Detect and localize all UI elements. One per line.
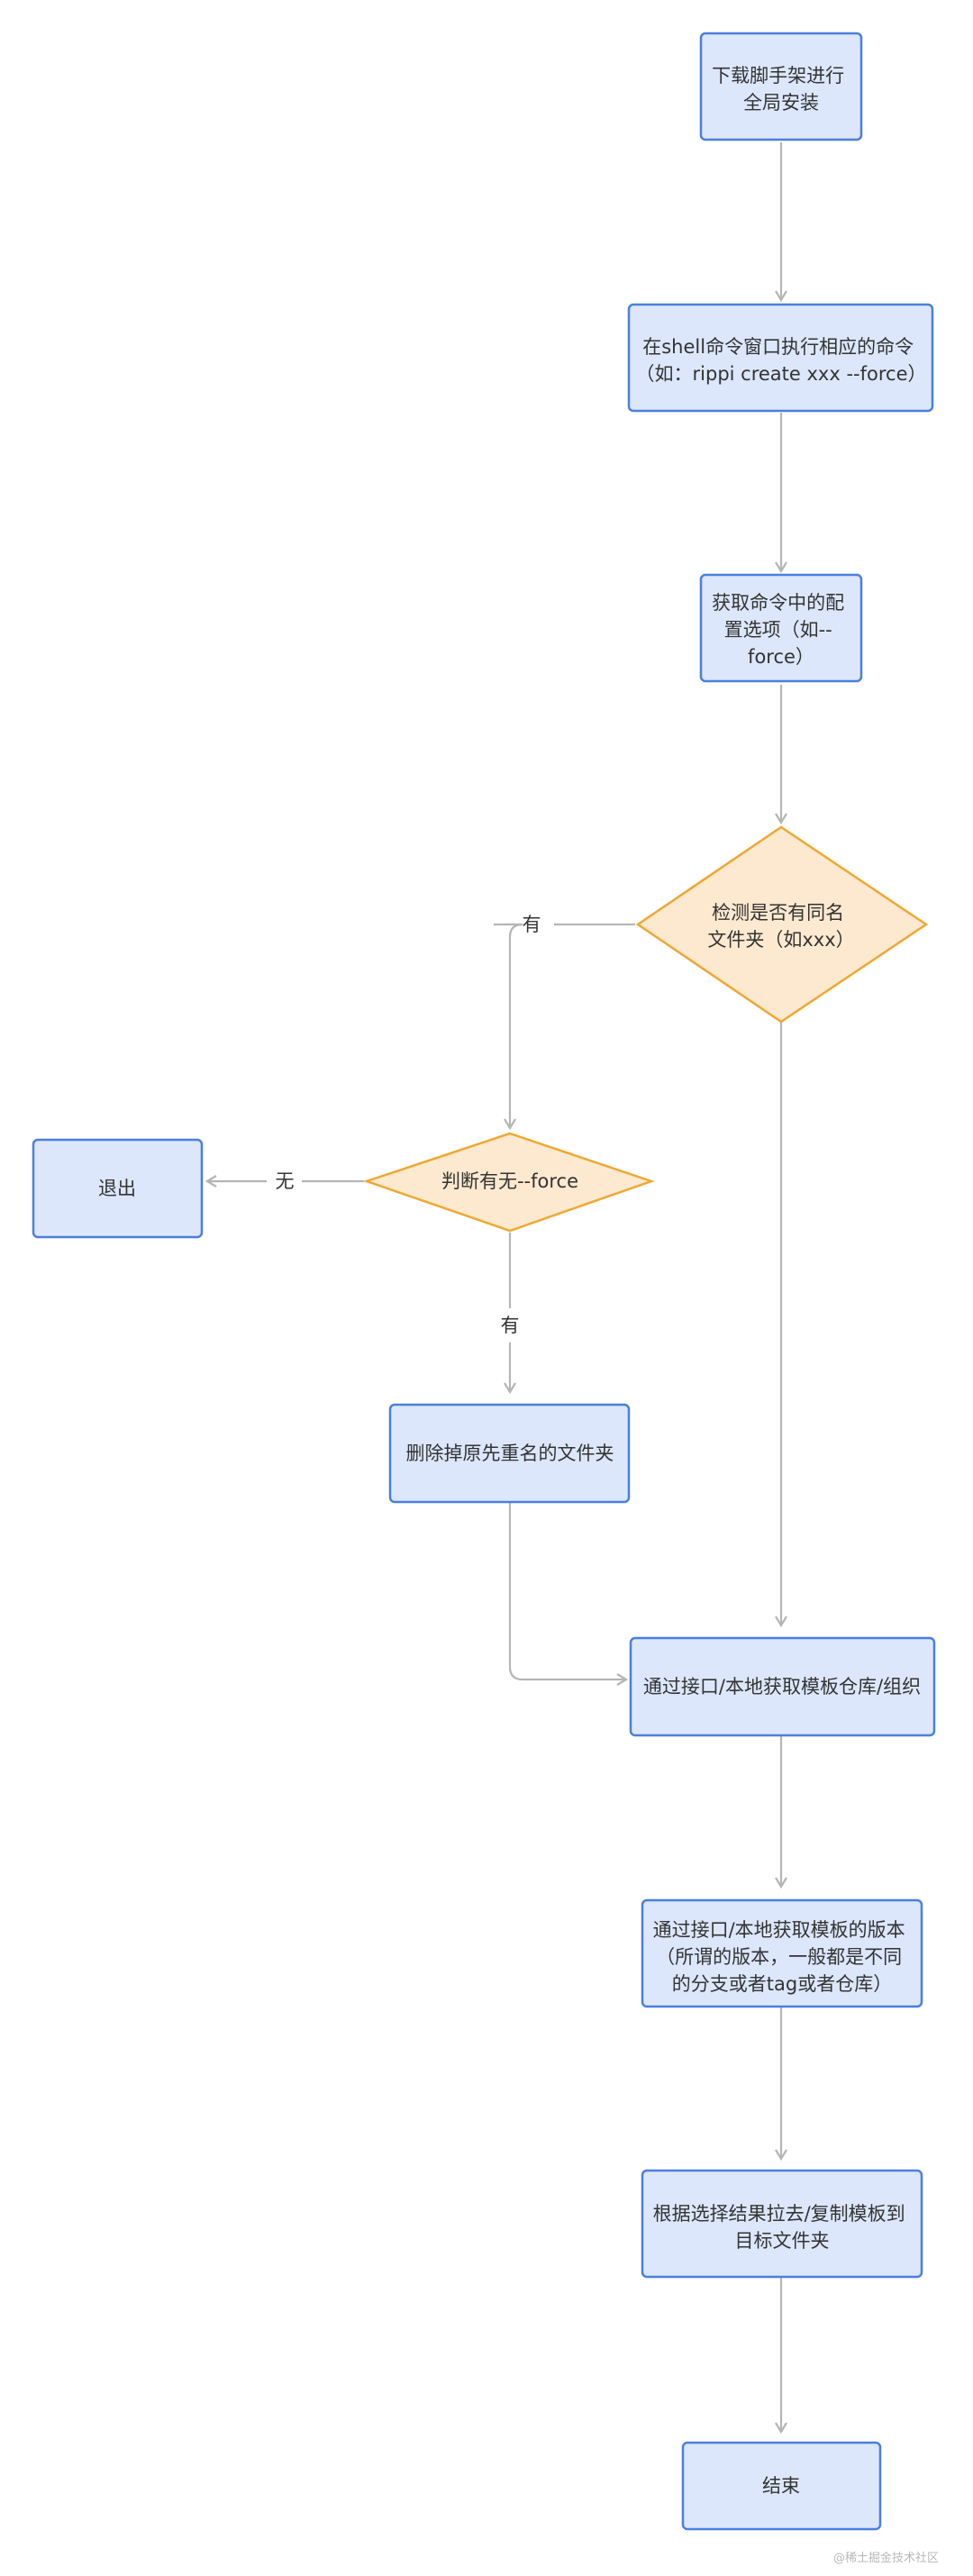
node-run-command-box (627, 303, 934, 413)
node-get-options-line-2: 置选项（如-- (724, 619, 832, 641)
svg-text:通过接口/本地获取模板的版本 （所谓的版本，一般: 通过接口/本地获取模板的版本 （所谓的版本，一般都是不同 的分支或者tag或者仓… (653, 1919, 912, 1995)
node-install-line-1: 下载脚手架进行 (712, 65, 844, 86)
svg-text:获取命令中的配 置选项（如-- fo: 获取命令中的配 置选项（如-- force） (712, 592, 850, 668)
node-end: 结束 (681, 2441, 882, 2531)
edge-check-to-force (494, 923, 635, 1128)
decision-check-force-shape (363, 1132, 655, 1233)
node-delete-folder-box (388, 1403, 631, 1504)
node-get-options-line-3: force） (748, 646, 814, 668)
decision-check-folder-line-2: 文件夹（如xxx） (707, 929, 854, 951)
node-install-line-2: 全局安装 (743, 92, 819, 114)
decision-check-force-label: 判断有无--force (441, 1170, 578, 1192)
edge-label-has-force: 有 (501, 1315, 520, 1336)
node-get-version-box (641, 1898, 923, 2008)
edge-label-no-force: 无 (276, 1170, 295, 1192)
node-exit: 退出 (32, 1138, 204, 1239)
node-get-options-box (699, 573, 863, 683)
node-get-options: 获取命令中的配 置选项（如-- force） (699, 573, 863, 683)
svg-text:检测是否有同名 文件夹（如xxx）: 检测是否有同名 文件夹（如xxx） (707, 902, 854, 951)
svg-text:在shell命令窗口执行相应的命令 （如：rip: 在shell命令窗口执行相应的命令 （如：rippi create xxx --… (636, 336, 927, 385)
decision-check-folder-line-1: 检测是否有同名 (712, 902, 844, 924)
node-delete-folder-label: 删除掉原先重名的文件夹 (406, 1443, 614, 1464)
node-exit-label: 退出 (98, 1178, 136, 1199)
node-get-repo: 通过接口/本地获取模板仓库/组织 (629, 1636, 936, 1737)
node-run-command: 在shell命令窗口执行相应的命令 （如：rippi create xxx --… (627, 303, 934, 413)
edges (207, 142, 787, 2435)
decision-check-force: 判断有无--force (363, 1132, 655, 1233)
node-install: 下载脚手架进行 全局安装 (699, 32, 863, 141)
node-run-command-line-1: 在shell命令窗口执行相应的命令 (642, 336, 914, 358)
node-get-repo-label: 通过接口/本地获取模板仓库/组织 (643, 1676, 921, 1698)
watermark: @稀土掘金技术社区 (833, 2551, 939, 2565)
node-install-box (699, 32, 863, 141)
node-copy-template-line-1: 根据选择结果拉去/复制模板到 (653, 2203, 905, 2225)
decision-check-folder-shape (635, 825, 929, 1024)
node-get-version: 通过接口/本地获取模板的版本 （所谓的版本，一般都是不同 的分支或者tag或者仓… (641, 1898, 923, 2008)
node-end-box (681, 2441, 882, 2531)
node-get-version-line-3: 的分支或者tag或者仓库） (672, 1973, 892, 1995)
node-delete-folder: 删除掉原先重名的文件夹 (388, 1403, 631, 1504)
node-copy-template: 根据选择结果拉去/复制模板到 目标文件夹 (641, 2169, 923, 2279)
node-get-repo-box (629, 1636, 936, 1737)
node-run-command-line-2: （如：rippi create xxx --force） (636, 363, 927, 385)
node-exit-box (32, 1138, 204, 1239)
node-get-options-line-1: 获取命令中的配 (712, 592, 844, 614)
svg-text:根据选择结果拉去/复制模板到 目标文件夹: 根据选择结果拉去/复制模板到 目标文件夹 (653, 2203, 912, 2252)
node-get-version-line-1: 通过接口/本地获取模板的版本 (653, 1919, 905, 1941)
node-copy-template-box (641, 2169, 923, 2279)
edge-label-has-folder: 有 (523, 914, 541, 935)
node-get-version-line-2: （所谓的版本，一般都是不同 (656, 1946, 902, 1968)
edge-delete-to-repo (508, 1497, 629, 1686)
node-copy-template-line-2: 目标文件夹 (735, 2230, 830, 2252)
svg-text:下载脚手架进行 全局安装: 下载脚手架进行 全局安装 (712, 65, 850, 114)
decision-check-folder: 检测是否有同名 文件夹（如xxx） (635, 825, 929, 1024)
node-end-label: 结束 (762, 2475, 800, 2497)
